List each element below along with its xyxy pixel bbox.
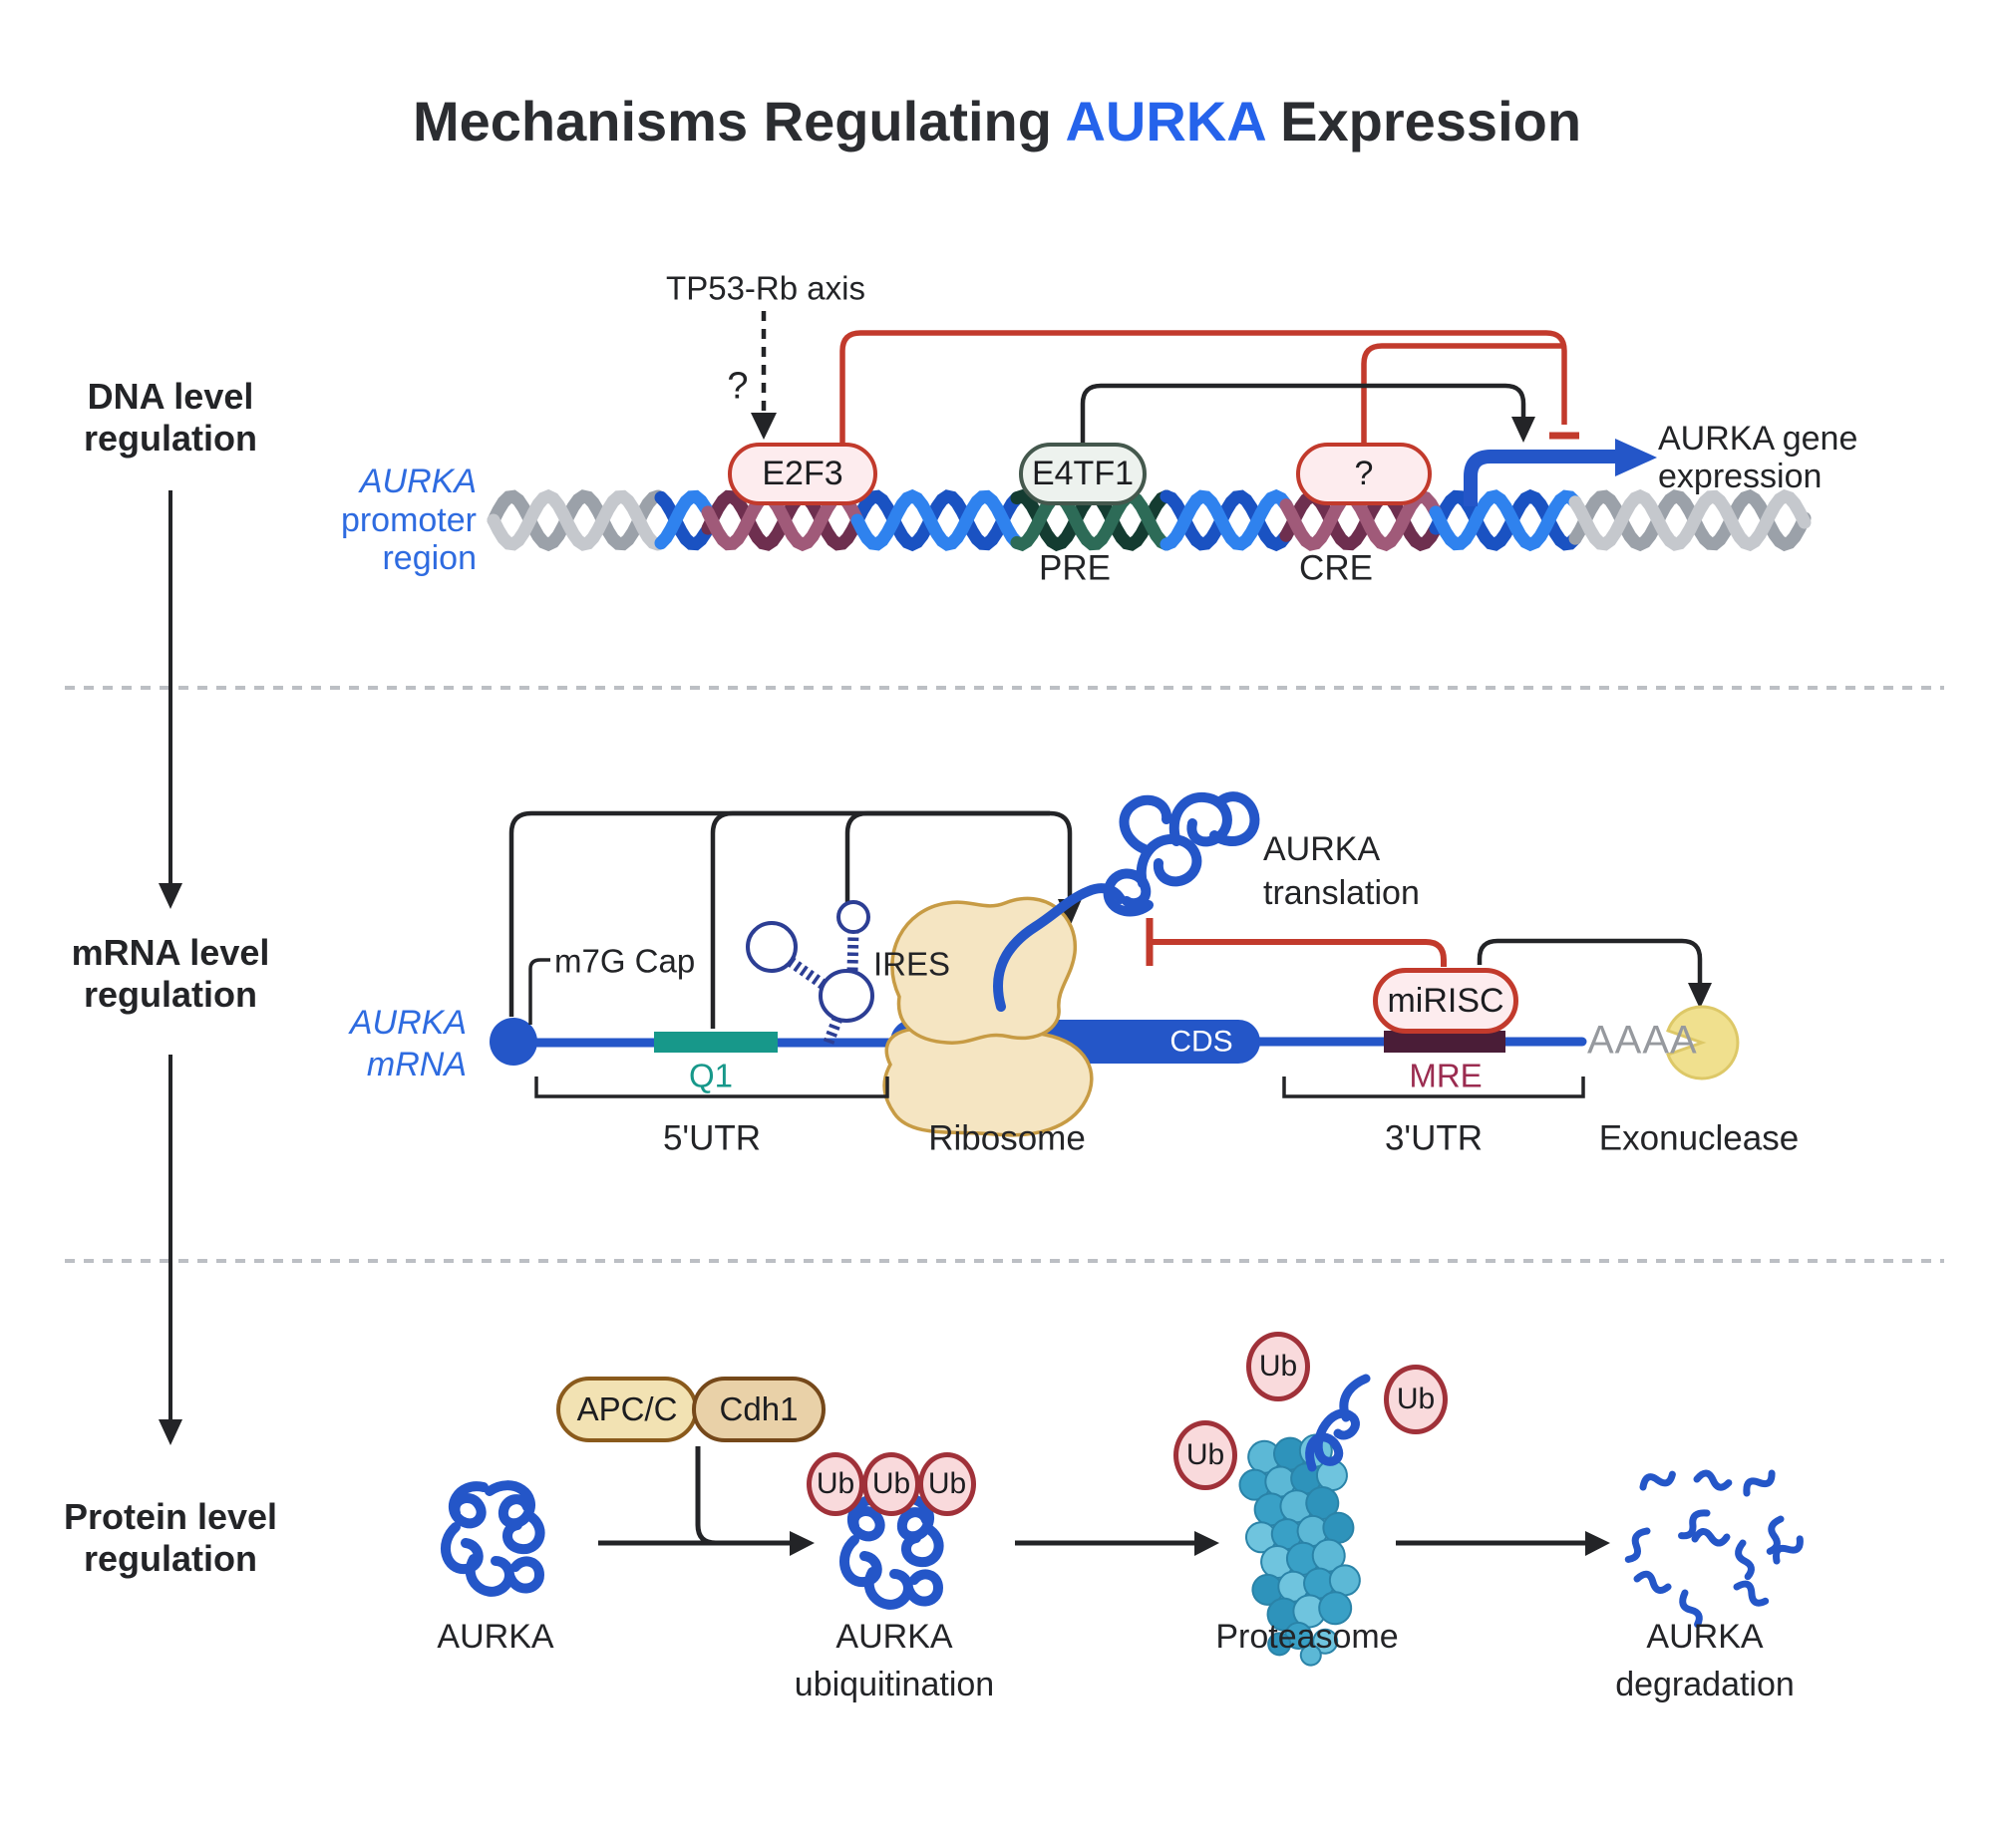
proteasome-label: Proteasome <box>1215 1617 1399 1656</box>
tf-box-e2f3: E2F3 <box>728 443 877 505</box>
mirisc-box: miRISC <box>1373 968 1518 1034</box>
ub-label: Ub <box>1258 1350 1298 1383</box>
apcc-label: APC/C <box>576 1390 678 1427</box>
cre-site-label: CRE <box>1299 548 1373 588</box>
translation-label-1: AURKA <box>1263 829 1381 868</box>
proteasome-substrate-squiggle <box>1305 1374 1371 1472</box>
degradation-label-1: AURKA <box>1646 1617 1764 1656</box>
e2f3-label: E2F3 <box>762 455 843 492</box>
promoter-label-aurka: AURKA <box>359 462 477 500</box>
gene-expression-label-2: expression <box>1658 457 1823 495</box>
protein-row-arrows <box>598 1446 1610 1556</box>
ubiquitination-label-1: AURKA <box>835 1617 953 1656</box>
tp53-question-mark: ? <box>727 365 749 408</box>
e4tf1-label: E4TF1 <box>1031 455 1135 492</box>
ub-badge-free-1: Ub <box>1173 1420 1237 1490</box>
aurka-protein-label: AURKA <box>437 1617 554 1656</box>
section-label-mrna-2: regulation <box>83 973 258 1015</box>
ub-badge-free-2: Ub <box>1246 1332 1310 1401</box>
flow-arrow-mrna-to-protein <box>159 1055 182 1445</box>
section-label-mrna-1: mRNA level <box>71 931 270 973</box>
cdh1-label: Cdh1 <box>719 1390 799 1427</box>
proteasome-barrel <box>1238 1433 1361 1667</box>
ub-label: Ub <box>871 1467 911 1500</box>
ubiquitination-label-2: ubiquitination <box>794 1665 995 1703</box>
aurka-degradation-fragments <box>1624 1468 1804 1626</box>
ub-label: Ub <box>1396 1383 1436 1415</box>
promoter-label-promoter: promoter <box>340 500 477 539</box>
m7g-cap <box>490 1018 537 1066</box>
utr3-label: 3'UTR <box>1384 1118 1484 1158</box>
ub-badge-free-3: Ub <box>1384 1365 1448 1434</box>
mrna-molecule <box>490 958 1587 1066</box>
ub-label: Ub <box>1185 1438 1225 1471</box>
section-label-dna-2: regulation <box>83 417 258 459</box>
ub-badge-2: Ub <box>862 1452 920 1516</box>
mirisc-label: miRISC <box>1387 981 1504 1020</box>
mirisc-decay-line <box>1477 938 1712 1009</box>
nascent-aurka-protein <box>993 791 1260 1012</box>
pre-site-label: PRE <box>1039 548 1111 588</box>
ribosome-label: Ribosome <box>928 1118 1086 1158</box>
gene-expression-label-1: AURKA gene <box>1658 419 1858 458</box>
tp53-dashed-arrow <box>751 311 777 440</box>
section-label-protein-1: Protein level <box>63 1495 278 1537</box>
dna-red-inhibition-lines <box>839 330 1579 445</box>
title-pre: Mechanisms Regulating <box>412 89 1066 153</box>
exonuclease-icon <box>1666 1005 1740 1080</box>
section-label-dna-1: DNA level <box>87 375 254 417</box>
promoter-label-region: region <box>382 538 477 577</box>
ub-badge-1: Ub <box>807 1452 864 1516</box>
ires-label: IRES <box>873 945 951 983</box>
dna-helix <box>487 488 1812 552</box>
translation-label-2: translation <box>1263 873 1420 912</box>
q1-element <box>654 1032 778 1053</box>
utr-brackets <box>534 1077 1585 1098</box>
m7g-cap-label: m7G Cap <box>554 942 696 980</box>
aurka-protein <box>446 1485 540 1592</box>
tp53-rb-axis-label: TP53-Rb axis <box>666 269 865 307</box>
flow-arrow-dna-to-mrna <box>159 490 182 909</box>
tf-box-unknown: ? <box>1296 443 1432 505</box>
title-aurka: AURKA <box>1065 89 1265 153</box>
polya-tail-label: AAAA <box>1587 1018 1698 1063</box>
gene-expression-arrow <box>1464 439 1657 506</box>
section-label-protein-2: regulation <box>83 1537 258 1579</box>
tf-box-e4tf1: E4TF1 <box>1019 443 1147 505</box>
ub-badge-3: Ub <box>918 1452 976 1516</box>
mre-segment <box>1384 1031 1505 1053</box>
ub-label: Ub <box>927 1467 967 1500</box>
utr5-label: 5'UTR <box>662 1118 762 1158</box>
degradation-label-2: degradation <box>1615 1665 1795 1703</box>
mirisc-inhibition-line <box>1146 918 1447 967</box>
cdh1-box: Cdh1 <box>692 1377 826 1442</box>
ub-label: Ub <box>816 1467 855 1500</box>
dna-black-activation-line <box>1080 383 1535 445</box>
exonuclease-label: Exonuclease <box>1598 1118 1800 1158</box>
page-title: Mechanisms Regulating AURKA Expression <box>413 89 1581 154</box>
mrna-label-aurka: AURKA <box>349 1003 467 1042</box>
ribosome <box>882 896 1094 1137</box>
q1-label: Q1 <box>688 1057 734 1094</box>
apcc-box: APC/C <box>556 1377 698 1442</box>
title-post: Expression <box>1264 89 1582 153</box>
ires-structure <box>746 900 874 1045</box>
unknown-tf-label: ? <box>1354 455 1374 492</box>
mrna-label-mrna: mRNA <box>366 1045 467 1083</box>
cds-label: CDS <box>1169 1025 1233 1059</box>
mre-label: MRE <box>1409 1057 1483 1094</box>
